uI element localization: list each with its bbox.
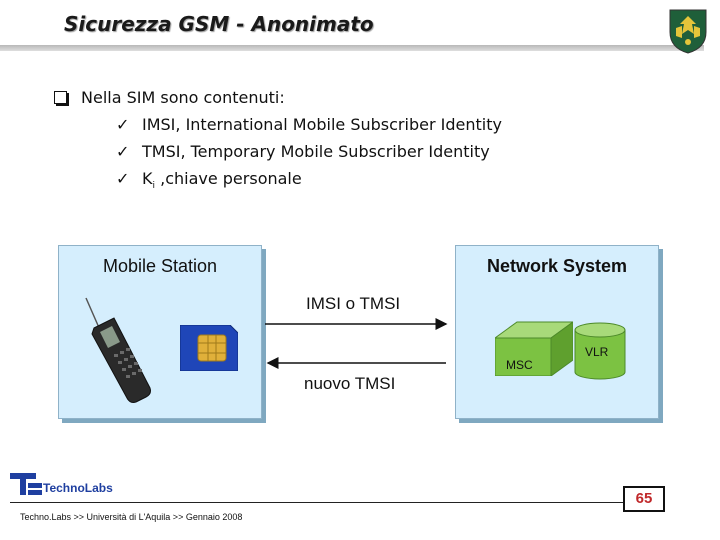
bullet-ki: ✓ Ki ,chiave personale (54, 165, 502, 200)
vlr-database-icon (574, 322, 626, 380)
bullet-main-text: Nella SIM sono contenuti: (81, 88, 285, 107)
check-icon: ✓ (116, 115, 130, 134)
footer-divider (10, 502, 660, 503)
square-bullet-icon (54, 91, 67, 104)
bullet-imsi-text: IMSI, International Mobile Subscriber Id… (142, 115, 502, 134)
message-imsi-tmsi: IMSI o TMSI (306, 294, 401, 313)
footer-text: Techno.Labs >> Università di L'Aquila >>… (20, 512, 243, 522)
bullet-ki-text: ,chiave personale (155, 169, 302, 188)
mobile-station-label: Mobile Station (102, 256, 218, 276)
bullet-imsi: ✓ IMSI, International Mobile Subscriber I… (54, 111, 502, 138)
technolabs-logo-text: TechnoLabs (43, 481, 113, 495)
msc-node-icon (495, 321, 573, 376)
title-divider (0, 45, 704, 51)
technolabs-logo (10, 473, 42, 495)
sim-card-icon (180, 325, 238, 371)
bullet-tmsi-text: TMSI, Temporary Mobile Subscriber Identi… (142, 142, 490, 161)
bullet-ki-k: K (142, 169, 153, 188)
university-crest-icon (669, 9, 707, 54)
message-new-tmsi: nuovo TMSI (304, 374, 396, 393)
bullet-ki-subscript: i (152, 181, 156, 192)
slide-title: Sicurezza GSM - Anonimato (64, 12, 374, 36)
msc-label: MSC (506, 358, 533, 372)
page-number: 65 (623, 486, 665, 512)
check-icon: ✓ (116, 169, 130, 188)
mobile-phone-icon (85, 297, 151, 403)
check-icon: ✓ (116, 142, 130, 161)
bullet-main: Nella SIM sono contenuti: (54, 84, 502, 111)
bullet-tmsi: ✓ TMSI, Temporary Mobile Subscriber Ident… (54, 138, 502, 165)
bullet-list: Nella SIM sono contenuti: ✓ IMSI, Interna… (54, 84, 502, 200)
vlr-label: VLR (585, 345, 609, 359)
network-system-label: Network System (486, 256, 628, 276)
